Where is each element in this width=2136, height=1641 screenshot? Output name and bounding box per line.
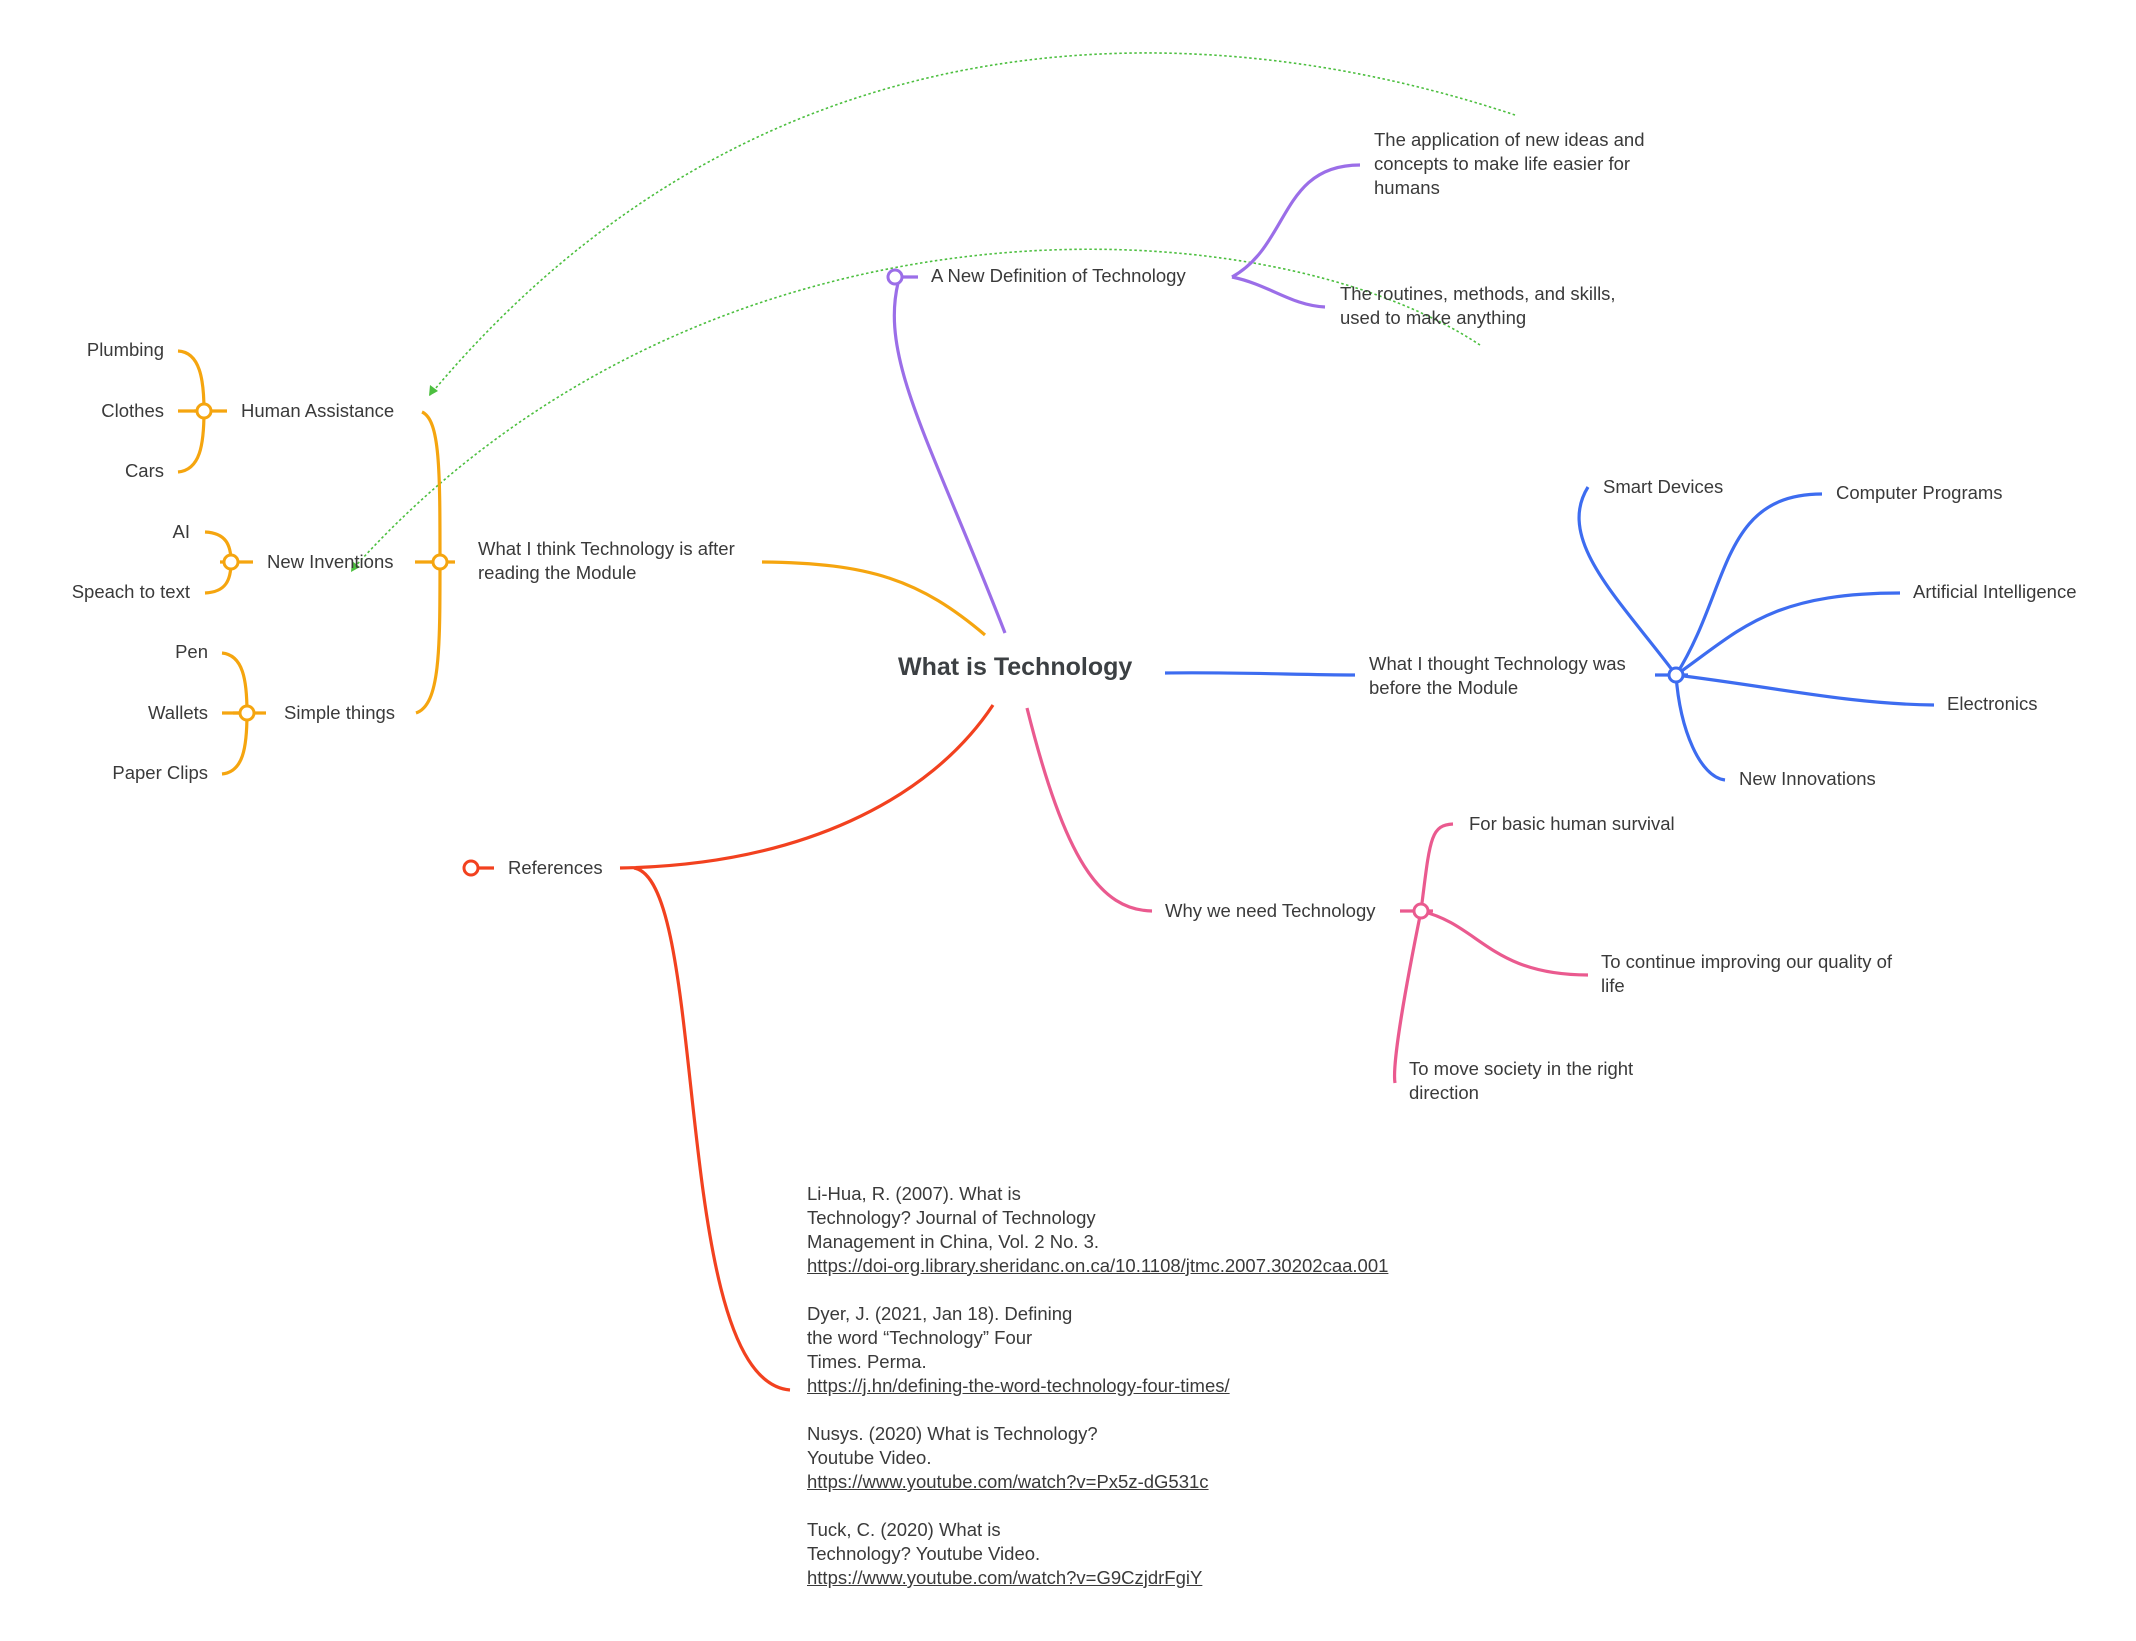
simple-things-node-dot[interactable] <box>238 704 256 722</box>
connector-central-references <box>619 704 995 870</box>
definition-item-1[interactable]: The application of new ideas and concept… <box>1374 129 1645 198</box>
item-speach-to-text[interactable]: Speach to text <box>71 581 190 602</box>
reference-link[interactable]: https://j.hn/defining-the-word-technolog… <box>807 1375 1230 1396</box>
item-paper-clips[interactable]: Paper Clips <box>112 762 208 783</box>
human-assistance-node-dot[interactable] <box>195 402 213 420</box>
connector-definition-item-2 <box>1231 275 1326 309</box>
relationship-arrow-mid[interactable] <box>351 248 1481 571</box>
definition-title[interactable]: A New Definition of Technology <box>931 265 1186 286</box>
item-ai[interactable]: AI <box>172 521 190 542</box>
connector-why-item-1 <box>1419 822 1454 912</box>
reference-text: Dyer, J. (2021, Jan 18). Defining the wo… <box>807 1303 1073 1372</box>
why-item-survival[interactable]: For basic human survival <box>1469 813 1675 834</box>
connector-after-group-3 <box>415 561 442 715</box>
before-item-smart-devices[interactable]: Smart Devices <box>1603 476 1724 497</box>
before-item-new-innovations[interactable]: New Innovations <box>1739 768 1876 789</box>
reference-link[interactable]: https://www.youtube.com/watch?v=Px5z-dG5… <box>807 1471 1209 1492</box>
before-item-artificial-intelligence[interactable]: Artificial Intelligence <box>1913 581 2077 602</box>
definition-item-2[interactable]: The routines, methods, and skills, used … <box>1340 283 1616 328</box>
item-pen[interactable]: Pen <box>175 641 208 662</box>
item-plumbing[interactable]: Plumbing <box>86 339 164 360</box>
reference-text: Li-Hua, R. (2007). What is Technology? J… <box>807 1183 1389 1276</box>
why-title[interactable]: Why we need Technology <box>1165 900 1376 921</box>
connector-after-group-1 <box>421 410 442 563</box>
why-item-right-direction[interactable]: To move society in the right direction <box>1409 1058 1634 1103</box>
connector-references-items <box>633 866 791 1392</box>
connector-central-why <box>1025 707 1153 913</box>
item-wallets[interactable]: Wallets <box>148 702 208 723</box>
before-node-dot[interactable] <box>1667 666 1685 684</box>
connector-before-item-1 <box>1577 486 1678 676</box>
connector-central-after <box>761 560 987 637</box>
connector-before-item-5 <box>1674 674 1726 782</box>
item-clothes[interactable]: Clothes <box>101 400 164 421</box>
connector-why-item-2 <box>1420 909 1589 977</box>
reference-item: Li-Hua, R. (2007). What is Technology? J… <box>807 1182 1527 1278</box>
central-topic[interactable]: What is Technology <box>898 653 1133 681</box>
reference-item: Dyer, J. (2021, Jan 18). Defining the wo… <box>807 1302 1527 1398</box>
references-node-dot[interactable] <box>462 859 480 877</box>
relationship-arrow-head-mid <box>351 561 360 572</box>
connector-definition-item-1 <box>1231 163 1361 279</box>
connector-central-definition <box>892 282 1007 634</box>
group-human-assistance[interactable]: Human Assistance <box>241 400 395 421</box>
before-item-computer-programs[interactable]: Computer Programs <box>1836 482 2003 503</box>
group-new-inventions[interactable]: New Inventions <box>267 551 394 572</box>
relationship-arrow-head-top <box>429 385 438 396</box>
reference-text: Nusys. (2020) What is Technology? Youtub… <box>807 1423 1098 1468</box>
connector-before-item-3 <box>1675 591 1901 677</box>
new-inventions-node-dot[interactable] <box>222 553 240 571</box>
definition-node-dot[interactable] <box>886 268 904 286</box>
reference-link[interactable]: https://www.youtube.com/watch?v=G9CzjdrF… <box>807 1567 1203 1588</box>
item-cars[interactable]: Cars <box>124 460 164 481</box>
reference-link[interactable]: https://doi-org.library.sheridanc.on.ca/… <box>807 1255 1389 1276</box>
connector-before-item-2 <box>1674 492 1823 676</box>
before-module-title[interactable]: What I thought Technology was before the… <box>1369 653 1626 698</box>
connector-why-item-3 <box>1392 910 1423 1084</box>
why-item-quality-of-life[interactable]: To continue improving our quality of lif… <box>1601 951 1893 996</box>
relationship-arrow-top[interactable] <box>429 52 1516 396</box>
references-title[interactable]: References <box>508 857 603 878</box>
group-simple-things[interactable]: Simple things <box>284 702 396 723</box>
reference-text: Tuck, C. (2020) What is Technology? Yout… <box>807 1519 1041 1564</box>
reference-item: Nusys. (2020) What is Technology? Youtub… <box>807 1422 1527 1494</box>
reference-item: Tuck, C. (2020) What is Technology? Yout… <box>807 1518 1527 1590</box>
before-item-electronics[interactable]: Electronics <box>1947 693 2038 714</box>
connector-before-item-4 <box>1675 673 1935 707</box>
references-list: Li-Hua, R. (2007). What is Technology? J… <box>807 1182 1527 1614</box>
after-module-title[interactable]: What I think Technology is after reading… <box>478 538 735 583</box>
after-node-dot[interactable] <box>431 553 449 571</box>
connector-central-before <box>1164 671 1356 677</box>
why-node-dot[interactable] <box>1412 902 1430 920</box>
